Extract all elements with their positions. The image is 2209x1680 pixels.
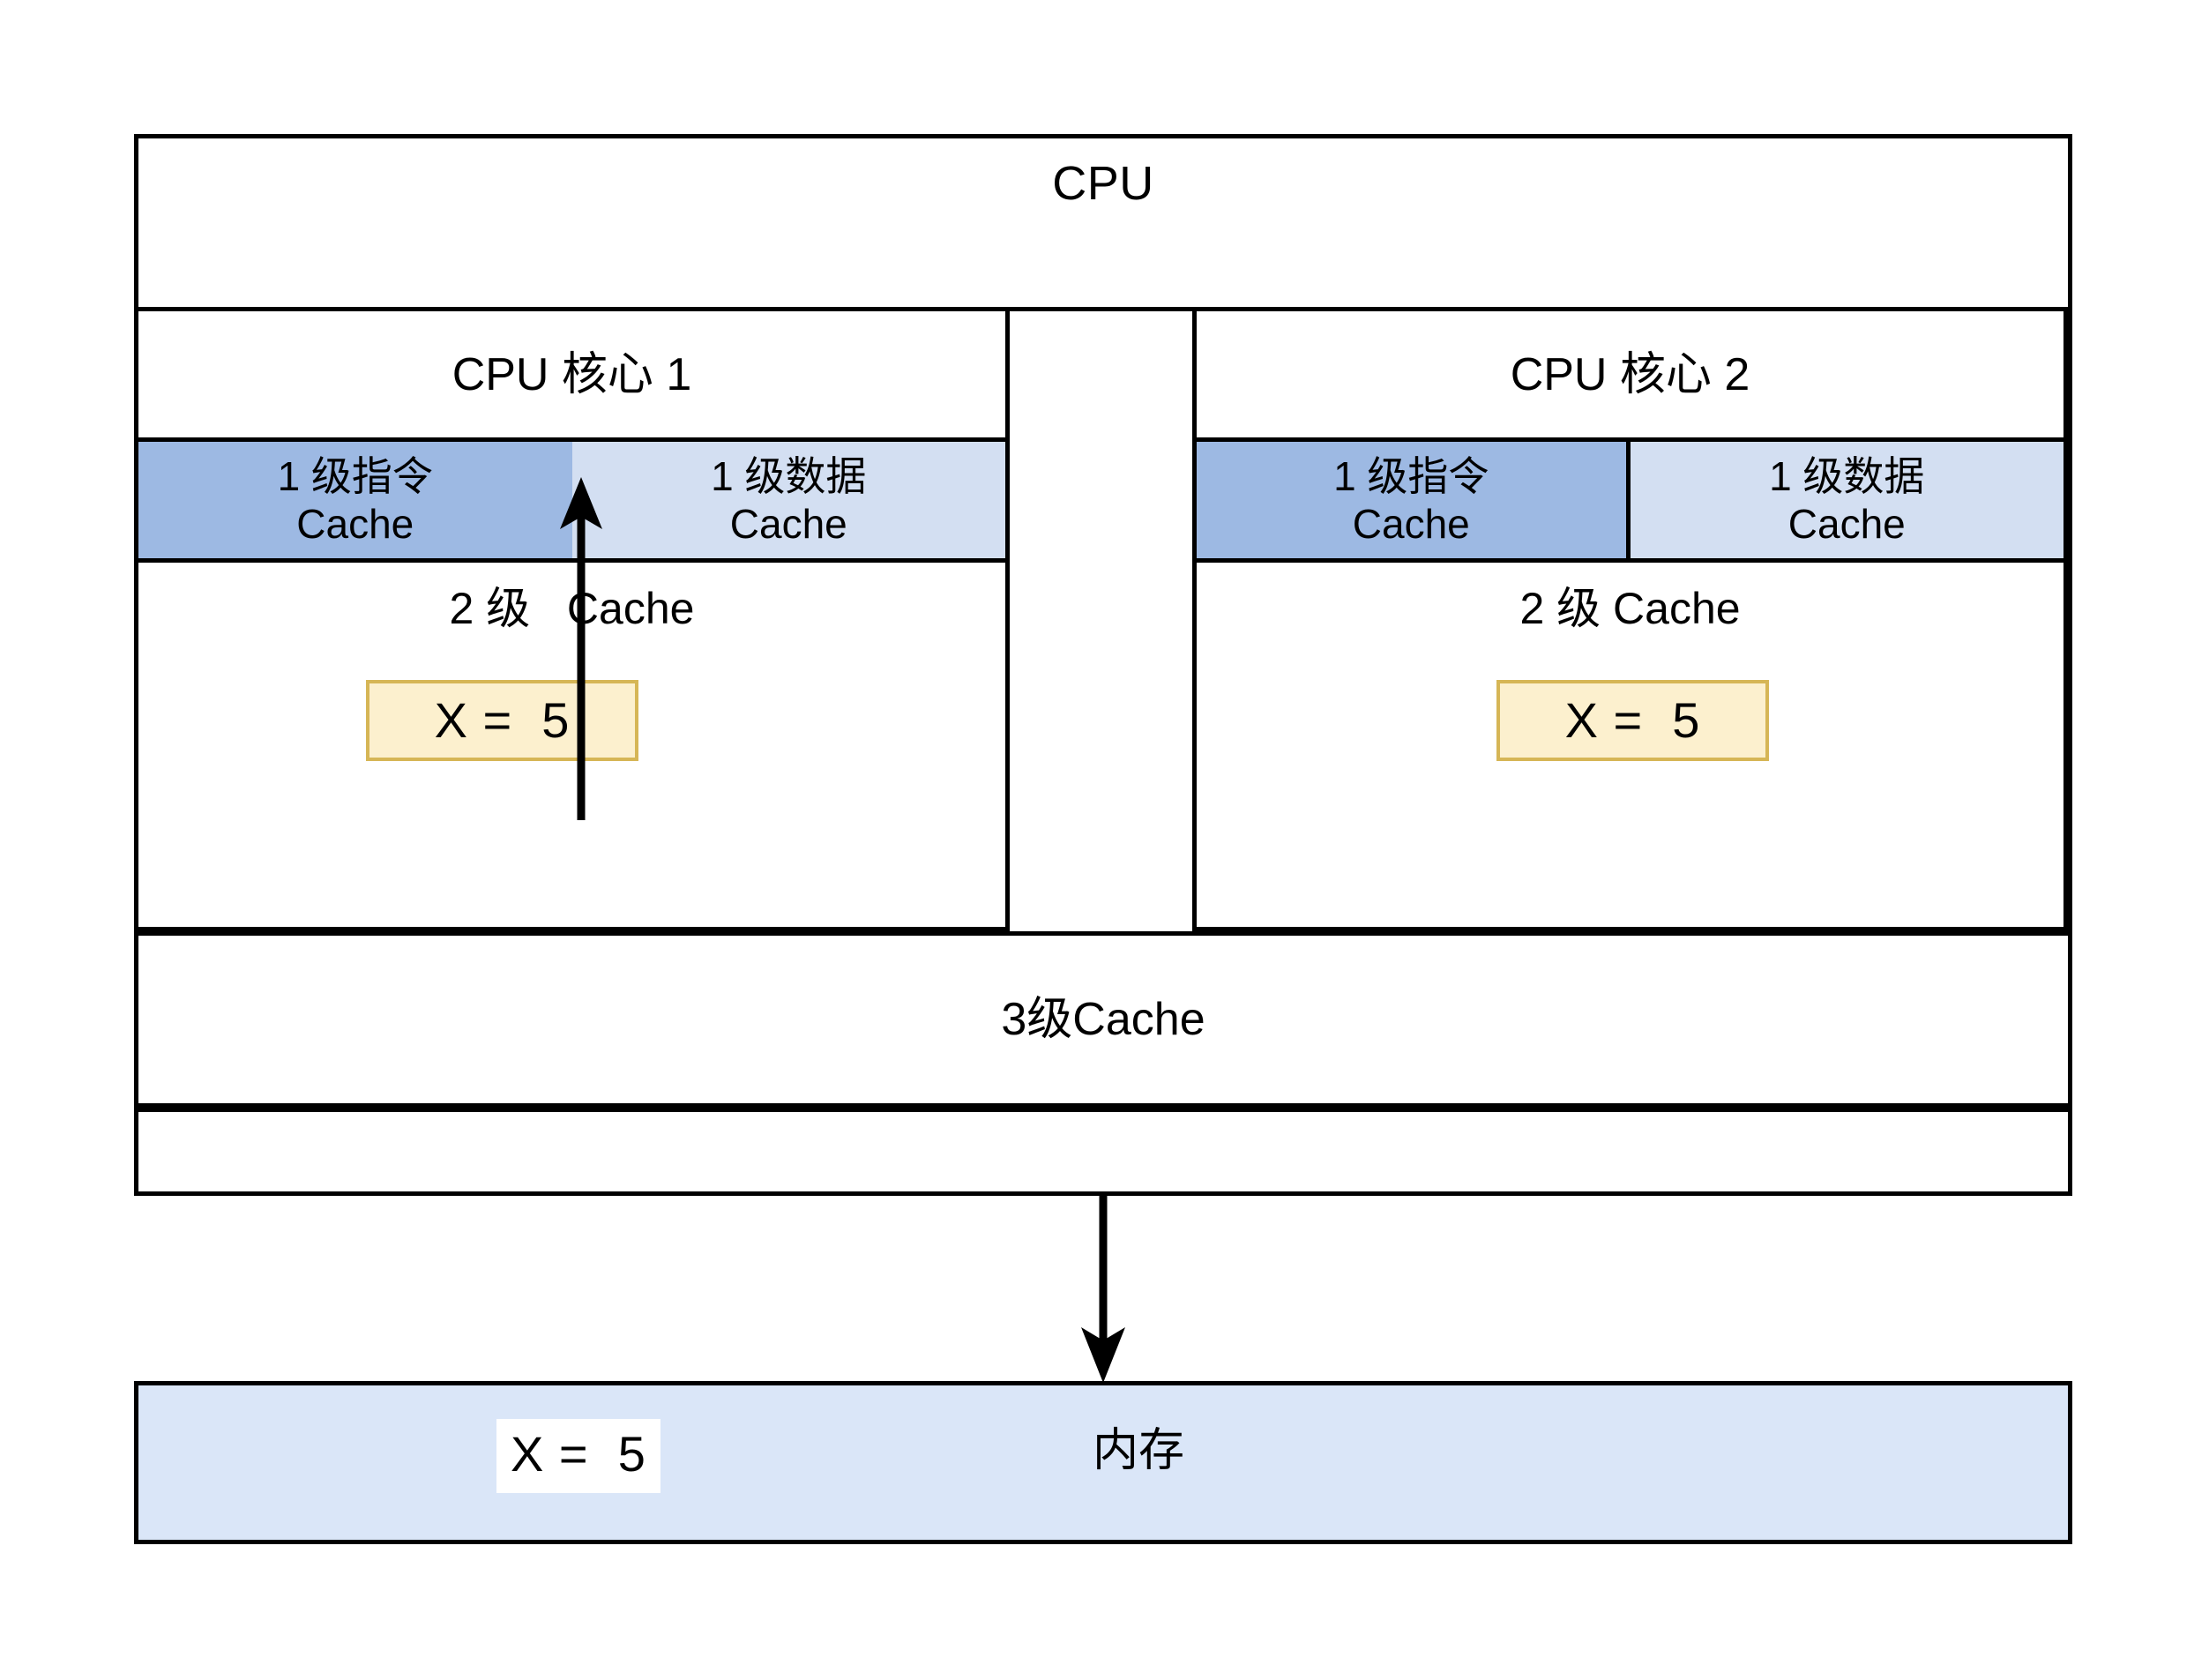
l3-cache-row: 3级Cache <box>134 931 2072 1108</box>
cpu-core-2-l2-cache: 2 级 Cache X = 5 <box>1197 563 2063 927</box>
l1-instruction-label-line1: 1 级指令 <box>1333 452 1489 499</box>
memory-box: X = 5 内存 <box>134 1381 2072 1544</box>
cpu-core-1-l2-cache: 2 级 Cache X = 5 <box>138 563 1005 927</box>
cpu-core-2: CPU 核心 2 1 级指令 Cache 1 级数据 Cache 2 级 Cac… <box>1192 311 2068 931</box>
l1-data-label-line1: 1 级数据 <box>711 452 867 499</box>
cpu-package: CPU CPU 核心 1 1 级指令 Cache 1 级数据 Cache 2 级… <box>134 134 2072 1196</box>
cpu-core-1-l1-data-cache: 1 级数据 Cache <box>571 442 1005 558</box>
cpu-core-1-l2-label: 2 级 Cache <box>449 584 695 633</box>
cpu-core-1-cached-value-box: X = 5 <box>366 680 638 761</box>
cpu-to-memory-arrow <box>1081 1191 1125 1383</box>
l1-instruction-label-line2: Cache <box>296 501 414 547</box>
l3-cache-label: 3级Cache <box>1001 994 1205 1045</box>
cpu-core-2-l1-data-cache: 1 级数据 Cache <box>1630 442 2063 558</box>
l1-data-label-line2: Cache <box>729 501 847 547</box>
cpu-core-2-cached-value-box: X = 5 <box>1496 680 1769 761</box>
cpu-core-1-title: CPU 核心 1 <box>452 348 692 400</box>
cpu-core-2-title: CPU 核心 2 <box>1510 348 1750 400</box>
memory-label: 内存 <box>1093 1425 1185 1476</box>
l1-data-label-line2: Cache <box>1787 501 1906 547</box>
cpu-core-1-l1-instruction-cache: 1 级指令 Cache <box>138 442 572 558</box>
cpu-core-1-header: CPU 核心 1 <box>138 311 1005 442</box>
cpu-bus-row <box>134 1108 2072 1196</box>
l1-data-label-line1: 1 级数据 <box>1769 452 1925 499</box>
cpu-core-2-l1-instruction-cache: 1 级指令 Cache <box>1197 442 1631 558</box>
l1-instruction-label-line1: 1 级指令 <box>277 452 433 499</box>
cpu-core-2-l2-label: 2 级 Cache <box>1519 584 1741 633</box>
cpu-core-1-l1-row: 1 级指令 Cache 1 级数据 Cache <box>138 442 1005 563</box>
memory-value-box: X = 5 <box>496 1419 660 1493</box>
cpu-title-row: CPU <box>138 138 2068 311</box>
cpu-core-1: CPU 核心 1 1 级指令 Cache 1 级数据 Cache 2 级 Cac… <box>134 311 1010 931</box>
cpu-title: CPU <box>1052 157 1154 210</box>
l1-instruction-label-line2: Cache <box>1352 501 1470 547</box>
cpu-core-2-header: CPU 核心 2 <box>1197 311 2063 442</box>
cpu-core-2-l1-row: 1 级指令 Cache 1 级数据 Cache <box>1197 442 2063 563</box>
